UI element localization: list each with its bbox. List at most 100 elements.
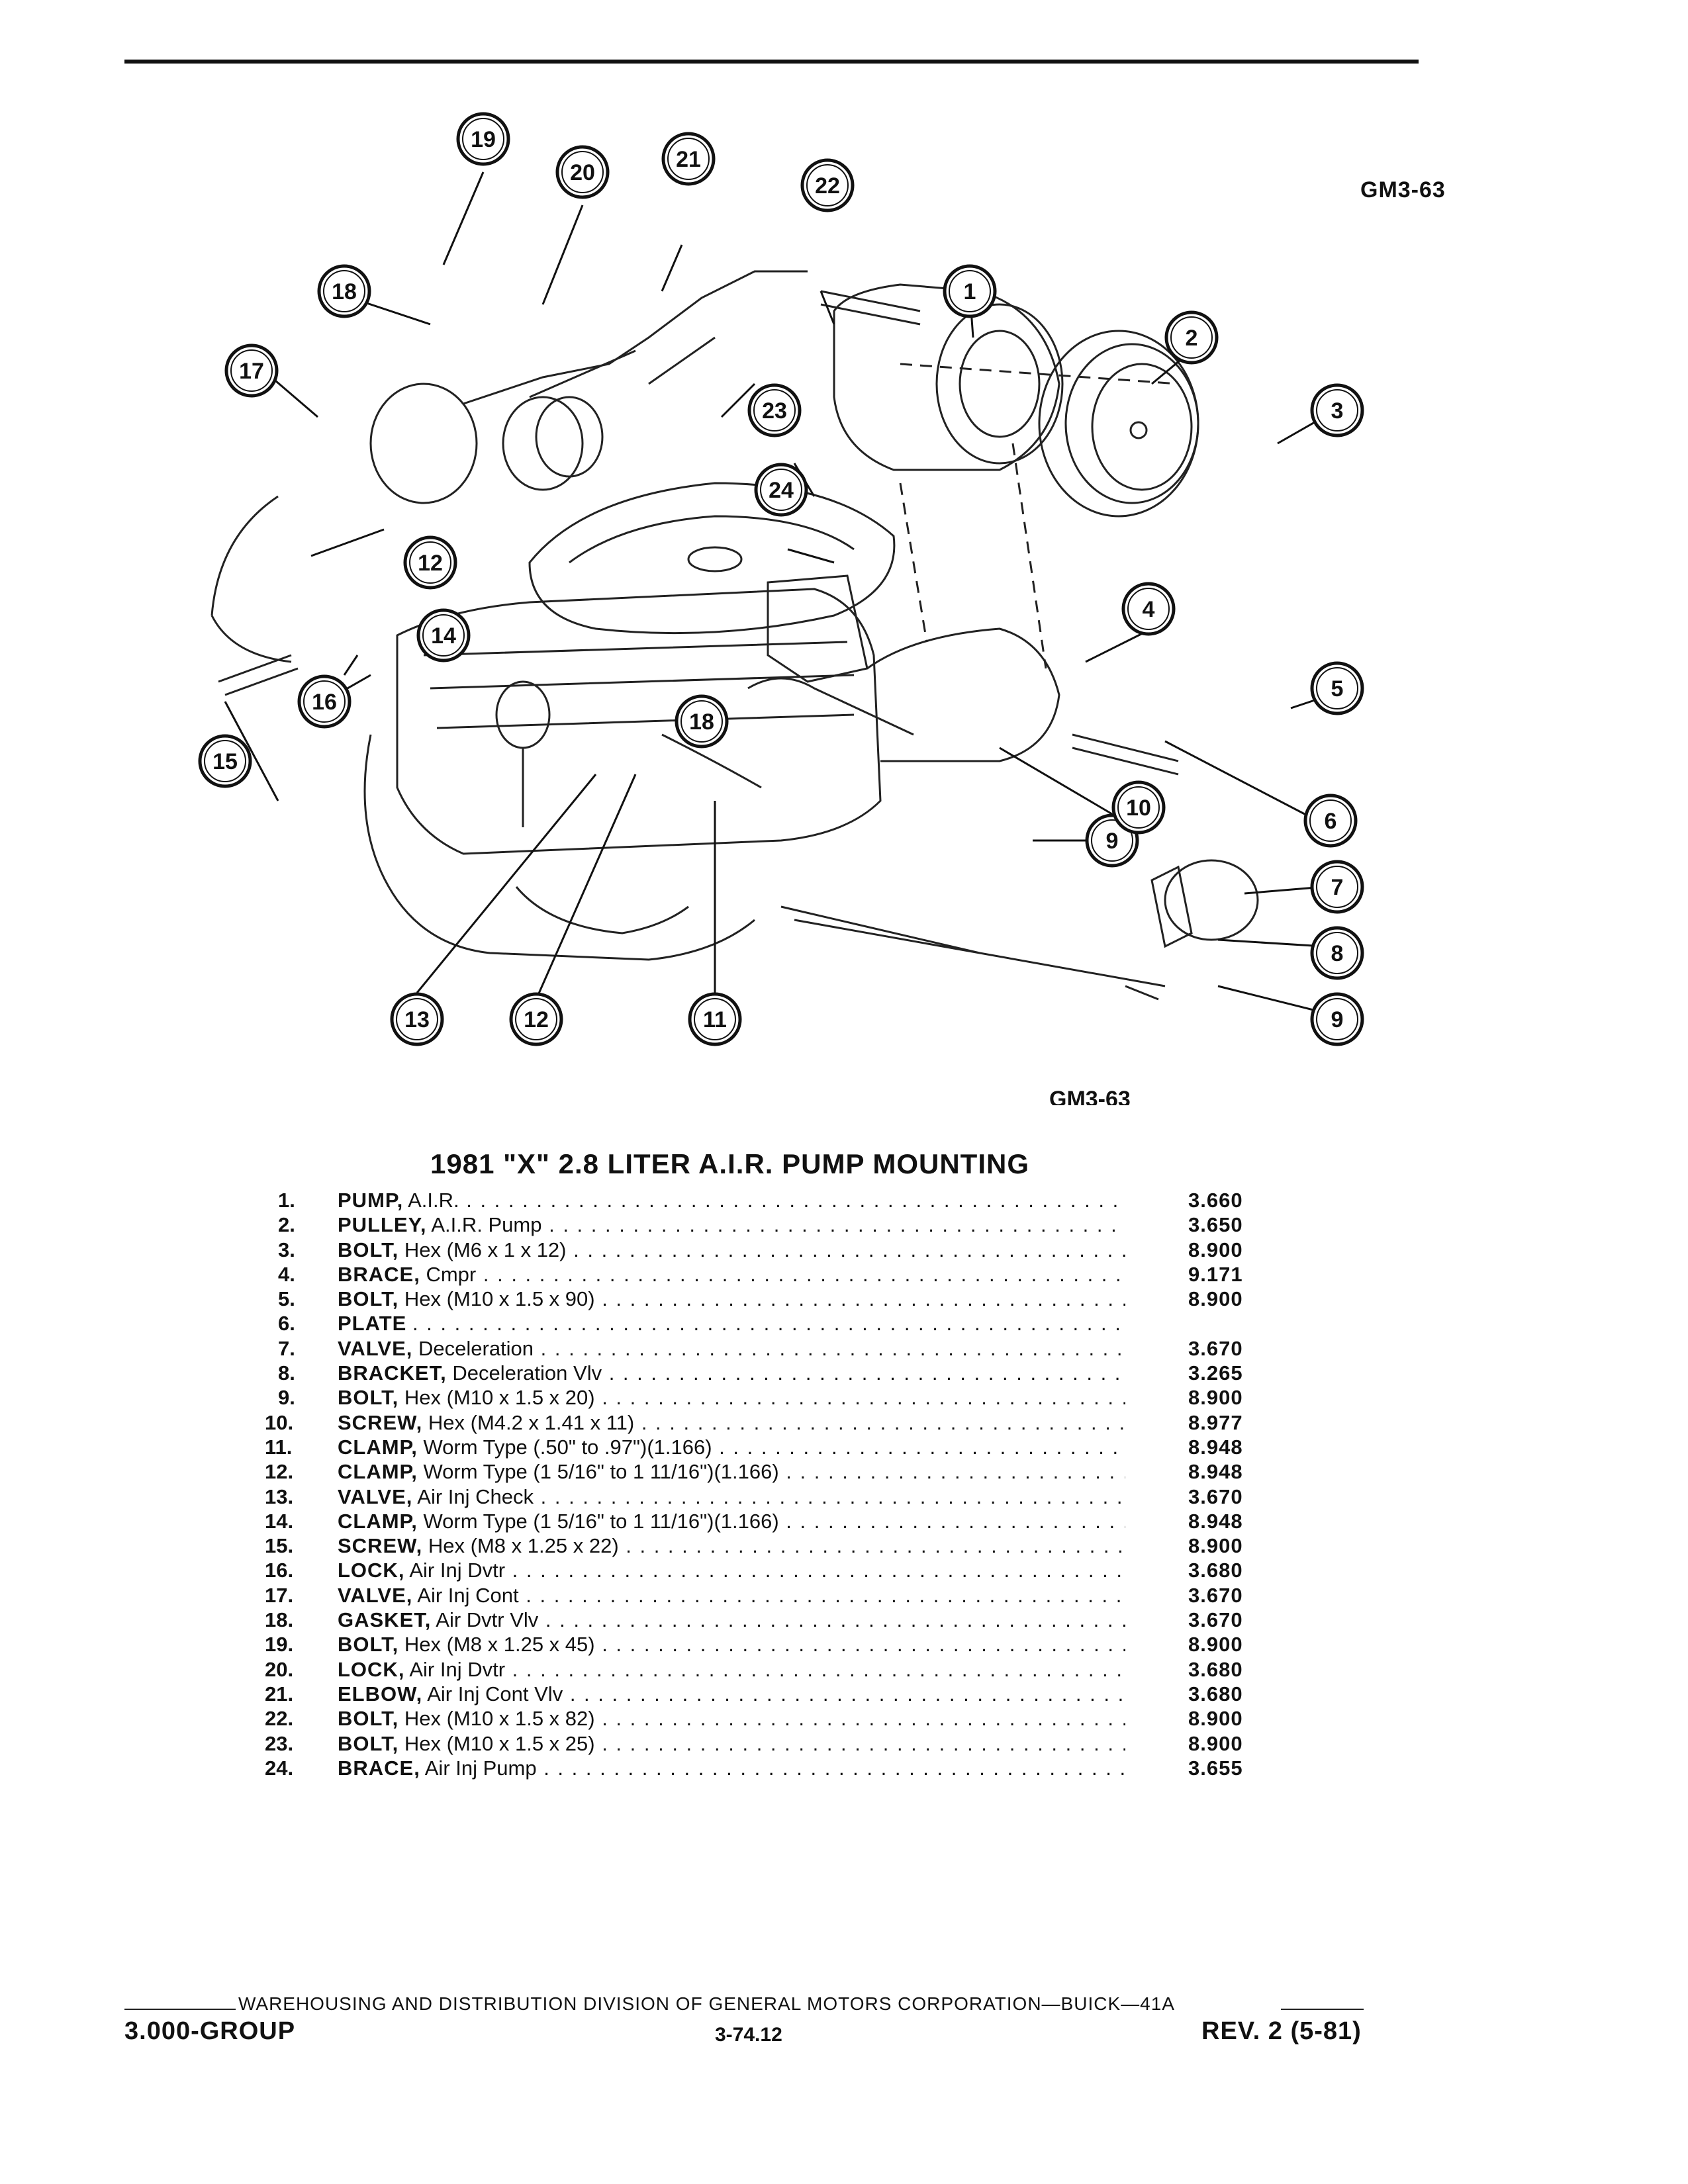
callout-number: 15 [212, 749, 238, 774]
part-name: LOCK, [338, 1559, 405, 1582]
callout-12: 12 [509, 992, 563, 1046]
part-group-code: 8.948 [1188, 1509, 1243, 1533]
part-row: 13.VALVE, Air Inj Check3.670 [265, 1484, 1258, 1509]
part-name: PUMP, [338, 1189, 404, 1212]
part-description: GASKET, Air Dvtr Vlv [338, 1608, 1125, 1632]
part-name: GASKET, [338, 1608, 432, 1632]
part-row: 8.BRACKET, Deceleration Vlv3.265 [265, 1361, 1258, 1385]
callout-12: 12 [403, 535, 457, 590]
part-detail: Worm Type (1 5/16" to 1 11/16")(1.166) [423, 1510, 1125, 1533]
part-number: 18. [265, 1608, 294, 1632]
part-number: 10. [265, 1410, 294, 1434]
part-number: 21. [265, 1682, 294, 1706]
part-number: 4. [278, 1262, 295, 1286]
callout-number: 17 [239, 359, 264, 384]
part-number: 17. [265, 1583, 294, 1607]
part-detail: Hex (M8 x 1.25 x 22) [428, 1534, 1125, 1557]
part-name: BOLT, [338, 1238, 399, 1261]
callout-number: 5 [1331, 676, 1344, 702]
part-number: 23. [265, 1731, 294, 1755]
part-group-code: 3.265 [1188, 1361, 1243, 1385]
part-description: BRACE, Air Inj Pump [338, 1756, 1125, 1780]
part-description: SCREW, Hex (M4.2 x 1.41 x 11) [338, 1410, 1125, 1435]
part-detail: A.I.R. [408, 1189, 1125, 1212]
part-row: 18.GASKET, Air Dvtr Vlv3.670 [265, 1608, 1258, 1632]
part-name: BRACE, [338, 1262, 420, 1286]
footer-group: 3.000-GROUP [124, 2017, 296, 2045]
part-number: 5. [278, 1287, 295, 1311]
part-group-code: 3.680 [1188, 1682, 1243, 1706]
part-row: 2.PULLEY, A.I.R. Pump3.650 [265, 1212, 1258, 1237]
footer-rule-right [1281, 2009, 1364, 2010]
part-name: ELBOW, [338, 1682, 423, 1706]
part-name: VALVE, [338, 1484, 413, 1508]
part-number: 22. [265, 1707, 294, 1731]
callouts: 1234567899101112121314151617181819202122… [198, 112, 1364, 1046]
part-detail: Worm Type (1 5/16" to 1 11/16")(1.166) [423, 1460, 1125, 1483]
part-row: 6.PLATE [265, 1311, 1258, 1336]
part-row: 5.BOLT, Hex (M10 x 1.5 x 90)8.900 [265, 1287, 1258, 1311]
part-number: 13. [265, 1484, 294, 1508]
part-number: 11. [265, 1435, 293, 1459]
callout-18: 18 [675, 694, 729, 749]
part-detail: Deceleration [418, 1337, 1125, 1360]
callout-23: 23 [747, 383, 802, 437]
part-detail: Air Inj Dvtr [409, 1658, 1125, 1681]
part-name: PULLEY, [338, 1213, 427, 1237]
footer-division: WAREHOUSING AND DISTRIBUTION DIVISION OF… [238, 1993, 1175, 2014]
part-detail: Air Inj Pump [425, 1756, 1125, 1780]
part-name: BOLT, [338, 1287, 399, 1311]
part-detail: Hex (M4.2 x 1.41 x 11) [428, 1411, 1125, 1434]
part-number: 2. [278, 1213, 295, 1237]
part-detail: Air Inj Check [417, 1485, 1125, 1508]
callout-number: 13 [404, 1007, 430, 1032]
part-detail: Hex (M10 x 1.5 x 82) [404, 1707, 1125, 1730]
part-detail: Hex (M10 x 1.5 x 90) [404, 1287, 1125, 1310]
callout-number: 16 [312, 690, 337, 715]
part-row: 15.SCREW, Hex (M8 x 1.25 x 22)8.900 [265, 1533, 1258, 1558]
part-number: 1. [278, 1189, 295, 1212]
part-row: 23.BOLT, Hex (M10 x 1.5 x 25)8.900 [265, 1731, 1258, 1756]
part-number: 15. [265, 1534, 294, 1558]
part-group-code: 3.670 [1188, 1583, 1243, 1607]
part-detail: Air Inj Cont [417, 1584, 1125, 1607]
part-detail: Air Inj Dvtr [409, 1559, 1125, 1582]
callout-number: 14 [431, 623, 456, 649]
part-group-code: 8.900 [1188, 1633, 1243, 1657]
callout-8: 8 [1310, 926, 1364, 980]
part-row: 9.BOLT, Hex (M10 x 1.5 x 20)8.900 [265, 1385, 1258, 1410]
exploded-parts-diagram: 1234567899101112121314151617181819202122… [198, 112, 1364, 1105]
part-number: 9. [278, 1386, 295, 1410]
part-row: 12.CLAMP, Worm Type (1 5/16" to 1 11/16"… [265, 1459, 1258, 1484]
part-row: 11.CLAMP, Worm Type (.50" to .97")(1.166… [265, 1435, 1258, 1459]
part-description: LOCK, Air Inj Dvtr [338, 1558, 1125, 1582]
callout-number: 10 [1126, 796, 1151, 821]
part-group-code: 8.900 [1188, 1238, 1243, 1261]
part-number: 3. [278, 1238, 295, 1261]
part-description: ELBOW, Air Inj Cont Vlv [338, 1682, 1125, 1706]
part-name: SCREW, [338, 1410, 423, 1434]
callout-number: 7 [1331, 875, 1344, 900]
part-row: 1.PUMP, A.I.R.3.660 [265, 1188, 1258, 1212]
part-row: 20.LOCK, Air Inj Dvtr3.680 [265, 1657, 1258, 1682]
part-number: 8. [278, 1361, 295, 1385]
part-description: PLATE [338, 1311, 1125, 1336]
part-number: 7. [278, 1336, 295, 1360]
part-row: 24.BRACE, Air Inj Pump3.655 [265, 1756, 1258, 1780]
part-description: BOLT, Hex (M6 x 1 x 12) [338, 1238, 1125, 1262]
part-name: VALVE, [338, 1336, 413, 1360]
callout-19: 19 [456, 112, 510, 166]
part-description: CLAMP, Worm Type (1 5/16" to 1 11/16")(1… [338, 1509, 1125, 1533]
part-name: PLATE [338, 1312, 407, 1336]
part-name: CLAMP, [338, 1435, 418, 1459]
part-description: BOLT, Hex (M10 x 1.5 x 25) [338, 1731, 1125, 1756]
part-description: BOLT, Hex (M10 x 1.5 x 20) [338, 1385, 1125, 1410]
part-group-code: 3.680 [1188, 1559, 1243, 1582]
part-name: LOCK, [338, 1657, 405, 1681]
page-title: 1981 "X" 2.8 LITER A.I.R. PUMP MOUNTING [430, 1148, 1030, 1179]
callout-7: 7 [1310, 860, 1364, 914]
part-group-code: 8.948 [1188, 1460, 1243, 1484]
callout-16: 16 [297, 674, 352, 729]
part-description: VALVE, Air Inj Check [338, 1484, 1125, 1509]
